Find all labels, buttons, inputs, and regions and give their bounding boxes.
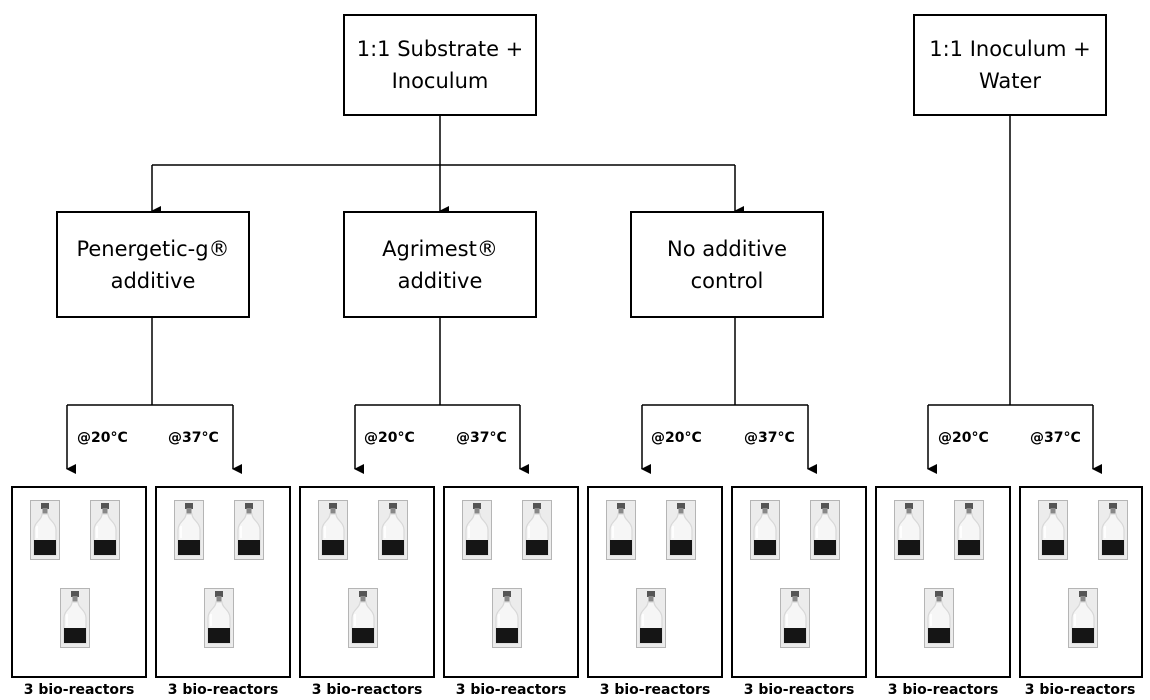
bio-reactor-bottle-icon [234,500,264,560]
bio-reactor-bottle-icon [174,500,204,560]
reactor-group-caption: 3 bio-reactors [455,682,567,698]
substrate-inoculum-box: 1:1 Substrate + Inoculum [343,14,537,116]
reactor-group-caption: 3 bio-reactors [887,682,999,698]
bio-reactor-bottle-icon [60,588,90,648]
temp-label: @20°C [938,430,989,446]
temp-label: @20°C [651,430,702,446]
temp-label: @37°C [744,430,795,446]
bio-reactor-bottle-icon [636,588,666,648]
reactor-group-caption: 3 bio-reactors [311,682,423,698]
bio-reactor-bottle-icon [810,500,840,560]
bio-reactor-bottle-icon [666,500,696,560]
inoculum-water-box: 1:1 Inoculum + Water [913,14,1107,116]
bio-reactor-bottle-icon [462,500,492,560]
bio-reactor-bottle-icon [204,588,234,648]
reactor-group-caption: 3 bio-reactors [23,682,135,698]
bio-reactor-bottle-icon [90,500,120,560]
bio-reactor-bottle-icon [1038,500,1068,560]
reactor-group-caption: 3 bio-reactors [599,682,711,698]
temp-label: @37°C [1030,430,1081,446]
bio-reactor-bottle-icon [1098,500,1128,560]
bio-reactor-bottle-icon [378,500,408,560]
bio-reactor-bottle-icon [318,500,348,560]
temp-label: @20°C [77,430,128,446]
reactor-group-caption: 3 bio-reactors [167,682,279,698]
bio-reactor-bottle-icon [750,500,780,560]
bio-reactor-bottle-icon [924,588,954,648]
no-additive-control-box: No additive control [630,211,824,318]
bio-reactor-bottle-icon [348,588,378,648]
reactor-group-caption: 3 bio-reactors [1024,682,1136,698]
bio-reactor-bottle-icon [780,588,810,648]
reactor-group-caption: 3 bio-reactors [743,682,855,698]
bio-reactor-bottle-icon [606,500,636,560]
bio-reactor-bottle-icon [1068,588,1098,648]
temp-label: @37°C [456,430,507,446]
temp-label: @37°C [168,430,219,446]
bio-reactor-bottle-icon [492,588,522,648]
temp-label: @20°C [364,430,415,446]
bio-reactor-bottle-icon [954,500,984,560]
bio-reactor-bottle-icon [894,500,924,560]
bio-reactor-bottle-icon [30,500,60,560]
penergetic-additive-box: Penergetic-g® additive [56,211,250,318]
bio-reactor-bottle-icon [522,500,552,560]
agrimest-additive-box: Agrimest® additive [343,211,537,318]
